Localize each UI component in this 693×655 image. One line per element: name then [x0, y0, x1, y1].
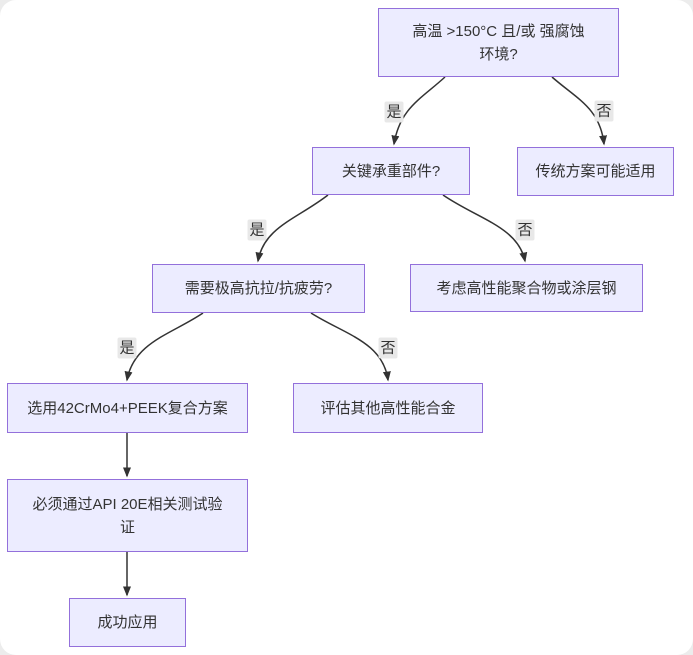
edge-strength-to-composite	[124, 312, 204, 382]
edge-load-to-polymer	[442, 194, 528, 263]
edge-label-no-env-trad: 否	[594, 100, 614, 122]
node-strength-question: 需要极高抗拉/抗疲劳?	[152, 264, 365, 313]
edge-label-yes-load-strength: 是	[247, 219, 267, 241]
node-load-bearing-question: 关键承重部件?	[312, 147, 470, 195]
edge-load-to-strength	[255, 194, 329, 263]
node-api-test-validation: 必须通过API 20E相关测试验 证	[7, 479, 248, 552]
node-other-alloys: 评估其他高性能合金	[293, 383, 483, 433]
node-polymer-coated-steel: 考虑高性能聚合物或涂层钢	[410, 264, 643, 312]
node-env-question: 高温 >150°C 且/或 强腐蚀 环境?	[378, 8, 619, 77]
edge-label-no-strength-alloys: 否	[378, 337, 398, 359]
edge-label-yes-strength-composite: 是	[117, 337, 137, 359]
edge-label-yes-env-load: 是	[384, 101, 404, 123]
node-success: 成功应用	[69, 598, 186, 647]
edge-strength-to-alloys	[310, 312, 391, 382]
edge-label-no-load-polymer: 否	[515, 219, 535, 241]
node-traditional-solution: 传统方案可能适用	[517, 147, 674, 196]
node-composite-solution: 选用42CrMo4+PEEK复合方案	[7, 383, 248, 433]
